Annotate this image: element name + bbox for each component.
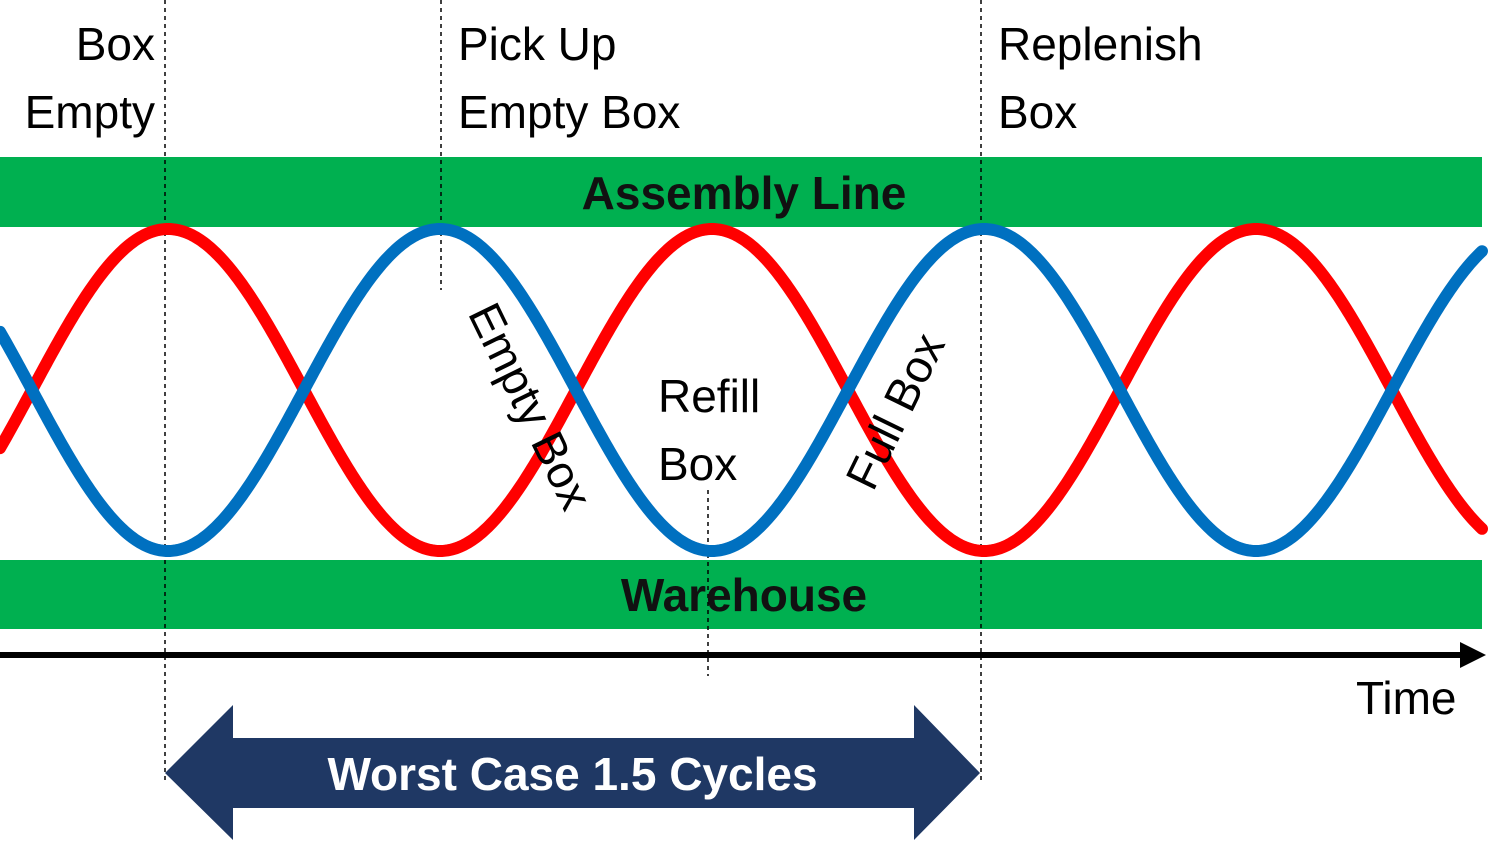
- duration-arrow: [165, 705, 980, 840]
- refill-box-label: Refill Box: [658, 370, 761, 490]
- red-wave: [0, 222, 1488, 558]
- assembly-line-label: Assembly Line: [581, 167, 907, 219]
- time-axis-label: Time: [1356, 672, 1457, 724]
- pick-up-empty-box-label: Pick Up Empty Box: [458, 18, 681, 138]
- warehouse-label: Warehouse: [620, 569, 868, 621]
- blue-wave: [0, 222, 1488, 558]
- duration-arrow-label: Worst Case 1.5 Cycles: [327, 748, 818, 800]
- assembly-line-band: [0, 157, 1482, 227]
- replenish-box-label: Replenish Box: [998, 18, 1203, 138]
- warehouse-band: [0, 560, 1482, 629]
- time-axis-arrowhead: [1460, 642, 1486, 668]
- box-empty-label: Box Empty: [24, 18, 155, 138]
